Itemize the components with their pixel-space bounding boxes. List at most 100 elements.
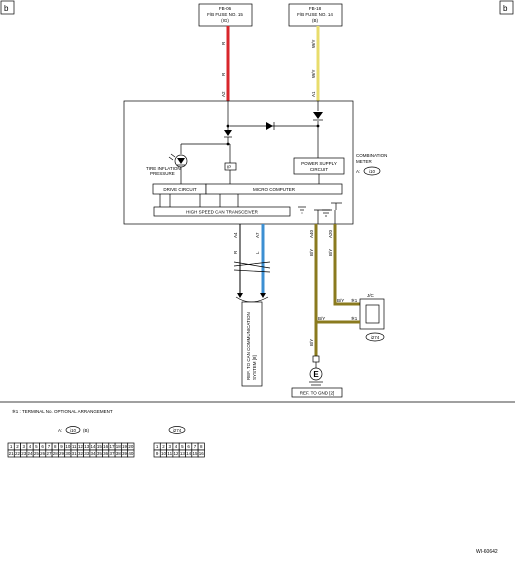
fuse-15-box (198, 3, 253, 27)
corner-tag-left (0, 0, 15, 15)
fuse-14-line3: (B) (312, 18, 319, 23)
figure-id: WI-60642 (476, 549, 498, 555)
jc-conn-ellipse (365, 332, 385, 342)
ground-label: E (313, 370, 319, 379)
can-ref-line1: REF. TO CAN COMMUNICATION (246, 312, 251, 380)
conn-a-pin-29: 29 (59, 451, 65, 456)
conn-a-pin-4: 4 (29, 444, 32, 449)
can-ref-box (241, 301, 263, 387)
conn-b-pin-15: 15 (192, 451, 198, 456)
drive-label: DRIVE CIRCUIT (163, 187, 197, 192)
conn-a-pin-5: 5 (35, 444, 38, 449)
tire-label-2: PRESSURE (150, 171, 175, 176)
conn-a-pin-28: 28 (53, 451, 59, 456)
by-label-1: B/Y (309, 249, 314, 256)
corner-tag-right-text: b (503, 4, 508, 13)
ip-box (224, 162, 237, 171)
conn-a-pin-23: 23 (21, 451, 27, 456)
pin-a20: A20 (328, 229, 333, 238)
meter-conn-ellipse (363, 166, 381, 176)
conn-a-pin-8: 8 (54, 444, 57, 449)
can-arrow-l-icon (260, 293, 266, 298)
conn-a-pin-31: 31 (72, 451, 78, 456)
ground-icon (309, 367, 323, 381)
diode-a2-icon (224, 130, 232, 136)
gnd-ref-label: REF. TO GND [2] (300, 391, 335, 396)
conn-a-pin-32: 32 (78, 451, 84, 456)
can-label: HIGH SPEED CAN TRANSCEIVER (186, 210, 258, 215)
conn-a-pin-39: 39 (122, 451, 128, 456)
conn-a-pin-25: 25 (34, 451, 40, 456)
diode-a1-icon (313, 112, 323, 119)
terminal-note: ✲1 : TERMINAL No. OPTIONAL ARRANGEMENT (12, 409, 113, 414)
fuse-15-line1: FB-06 (219, 6, 232, 11)
conn-a-pin-3: 3 (22, 444, 25, 449)
conn-a-pin-40: 40 (128, 451, 134, 456)
conn-b-pin-2: 2 (162, 444, 165, 449)
by-label-3: B/Y (337, 298, 344, 303)
conn-b-pin-16: 16 (199, 451, 205, 456)
conn-b-pin-1: 1 (156, 444, 159, 449)
diode-horizontal-icon (266, 122, 273, 130)
conn-a-pin-11: 11 (72, 444, 77, 449)
jc-mark-2: ✲1 (351, 316, 358, 321)
conn-a-pin-30: 30 (65, 451, 71, 456)
conn-b-pin-9: 9 (156, 451, 159, 456)
tire-label-1: TIRE INFLATION (146, 166, 181, 171)
can-wire-r-label: R (233, 250, 238, 254)
psu-label-1: POWER SUPPLY (301, 161, 337, 166)
conn-b-pin-8: 8 (200, 444, 203, 449)
micro-label: MICRO COMPUTER (253, 187, 296, 192)
conn-a-cell (127, 449, 135, 458)
meter-conn-id: i10 (369, 169, 376, 174)
conn-a-pin-26: 26 (40, 451, 46, 456)
conn-a-ellipse (65, 426, 81, 434)
conn-a-pin-1: 1 (10, 444, 13, 449)
pin-a4: A4 (233, 232, 238, 238)
conn-b-pin-3: 3 (168, 444, 171, 449)
conn-a-pin-24: 24 (28, 451, 34, 456)
micro-computer-box (205, 183, 343, 195)
gnd-ref-box (291, 387, 343, 398)
conn-b-pin-13: 13 (180, 451, 186, 456)
jc-inner-box (365, 304, 380, 324)
conn-a-pin-12: 12 (78, 444, 84, 449)
fuse-14-line2: F/B FUSE NO. 14 (297, 12, 333, 17)
conn-a-pin-6: 6 (41, 444, 44, 449)
conn-a-pin-19: 19 (122, 444, 128, 449)
ground-terminal (312, 355, 320, 363)
fuse-14-line1: FB-18 (309, 6, 322, 11)
pin-a40: A40 (309, 229, 314, 238)
by-label-2: B/Y (328, 249, 333, 256)
conn-a-pin-16: 16 (103, 444, 109, 449)
conn-a-pin-22: 22 (15, 451, 21, 456)
fuse-15-line2: F/B FUSE NO. 15 (207, 12, 243, 17)
conn-a-pin-7: 7 (48, 444, 51, 449)
conn-a-pin-27: 27 (46, 451, 52, 456)
can-wire-l-label: L (255, 251, 260, 254)
conn-b-id: i274 (173, 428, 182, 433)
by-wire-a20 (333, 224, 360, 306)
ip-label: IP (227, 165, 231, 170)
jc-label: J/C (367, 293, 375, 298)
meter-title-2: METER (356, 159, 373, 164)
can-arrow-r-icon (237, 293, 243, 298)
conn-a-pin-38: 38 (116, 451, 122, 456)
conn-a-pin-34: 34 (91, 451, 97, 456)
conn-a-pin-21: 21 (9, 451, 15, 456)
conn-b-ellipse (168, 426, 186, 434)
conn-b-pin-6: 6 (187, 444, 190, 449)
conn-a-pin-10: 10 (65, 444, 71, 449)
meter-title-1: COMBINATION (356, 153, 387, 158)
conn-b-pin-12: 12 (174, 451, 180, 456)
pin-a2: A2 (221, 91, 226, 97)
corner-tag-right (499, 0, 514, 15)
by-wire-a40 (314, 224, 360, 324)
conn-b-cell (197, 449, 205, 458)
red-wire-label-1: R (221, 41, 226, 45)
conn-a-pin-20: 20 (128, 444, 134, 449)
fuse-15-line3: (IG) (221, 18, 229, 23)
fuse-14-box (288, 3, 343, 27)
